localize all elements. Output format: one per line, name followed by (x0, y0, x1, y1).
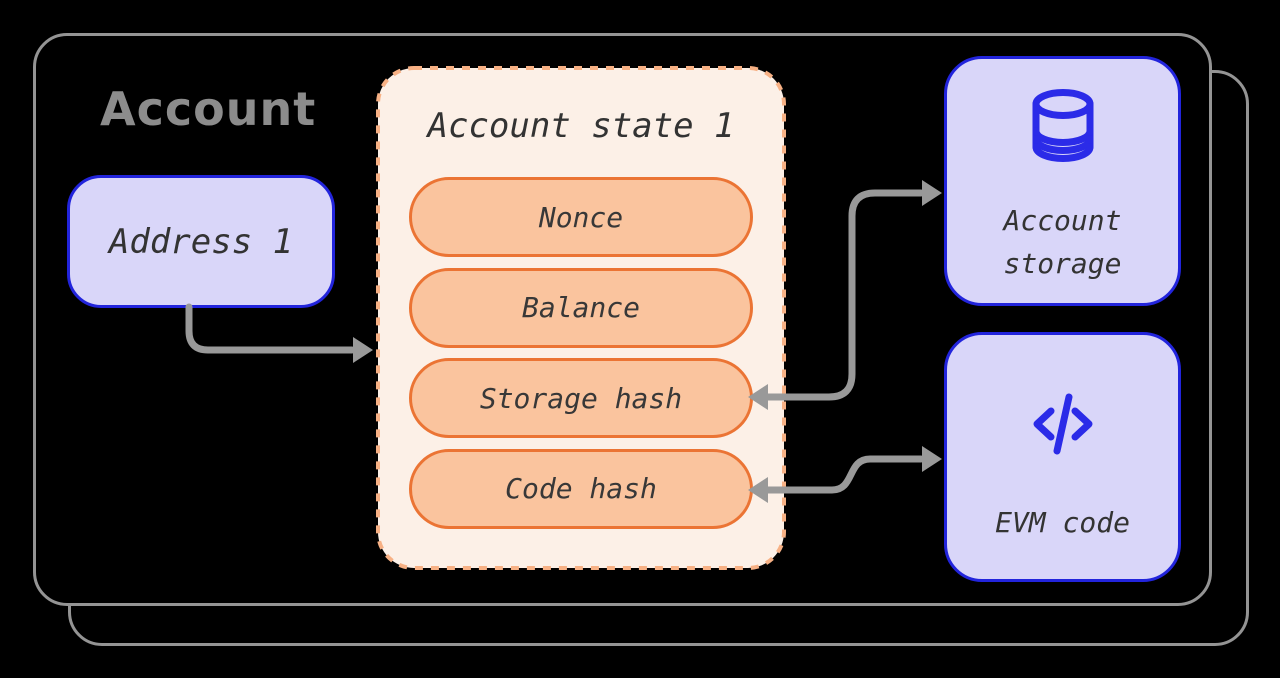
state-field-label: Balance (521, 291, 640, 324)
address-box: Address 1 (67, 175, 335, 308)
evm-code-label: EVM code (995, 506, 1130, 539)
account-storage-box: Account storage (944, 56, 1181, 306)
state-field-nonce: Nonce (409, 177, 753, 257)
code-brackets-icon (1033, 393, 1092, 455)
account-heading: Account (100, 82, 317, 136)
account-storage-label: Account storage (947, 199, 1178, 285)
state-field-label: Code hash (505, 472, 657, 505)
account-storage-label-line1: Account (1003, 204, 1122, 237)
state-field-storage-hash: Storage hash (409, 358, 753, 438)
state-fields-list: Nonce Balance Storage hash Code hash (409, 177, 753, 529)
state-field-label: Storage hash (479, 381, 683, 415)
account-state-title: Account state 1 (427, 106, 735, 146)
address-label: Address 1 (108, 221, 294, 262)
database-icon (1032, 89, 1093, 162)
account-state-box: Account state 1 Nonce Balance Storage ha… (376, 66, 786, 570)
state-field-balance: Balance (409, 267, 753, 348)
state-field-label: Nonce (538, 200, 624, 234)
evm-code-box: EVM code (944, 332, 1181, 582)
account-storage-label-line2: storage (1003, 247, 1122, 280)
state-field-code-hash: Code hash (409, 448, 753, 529)
